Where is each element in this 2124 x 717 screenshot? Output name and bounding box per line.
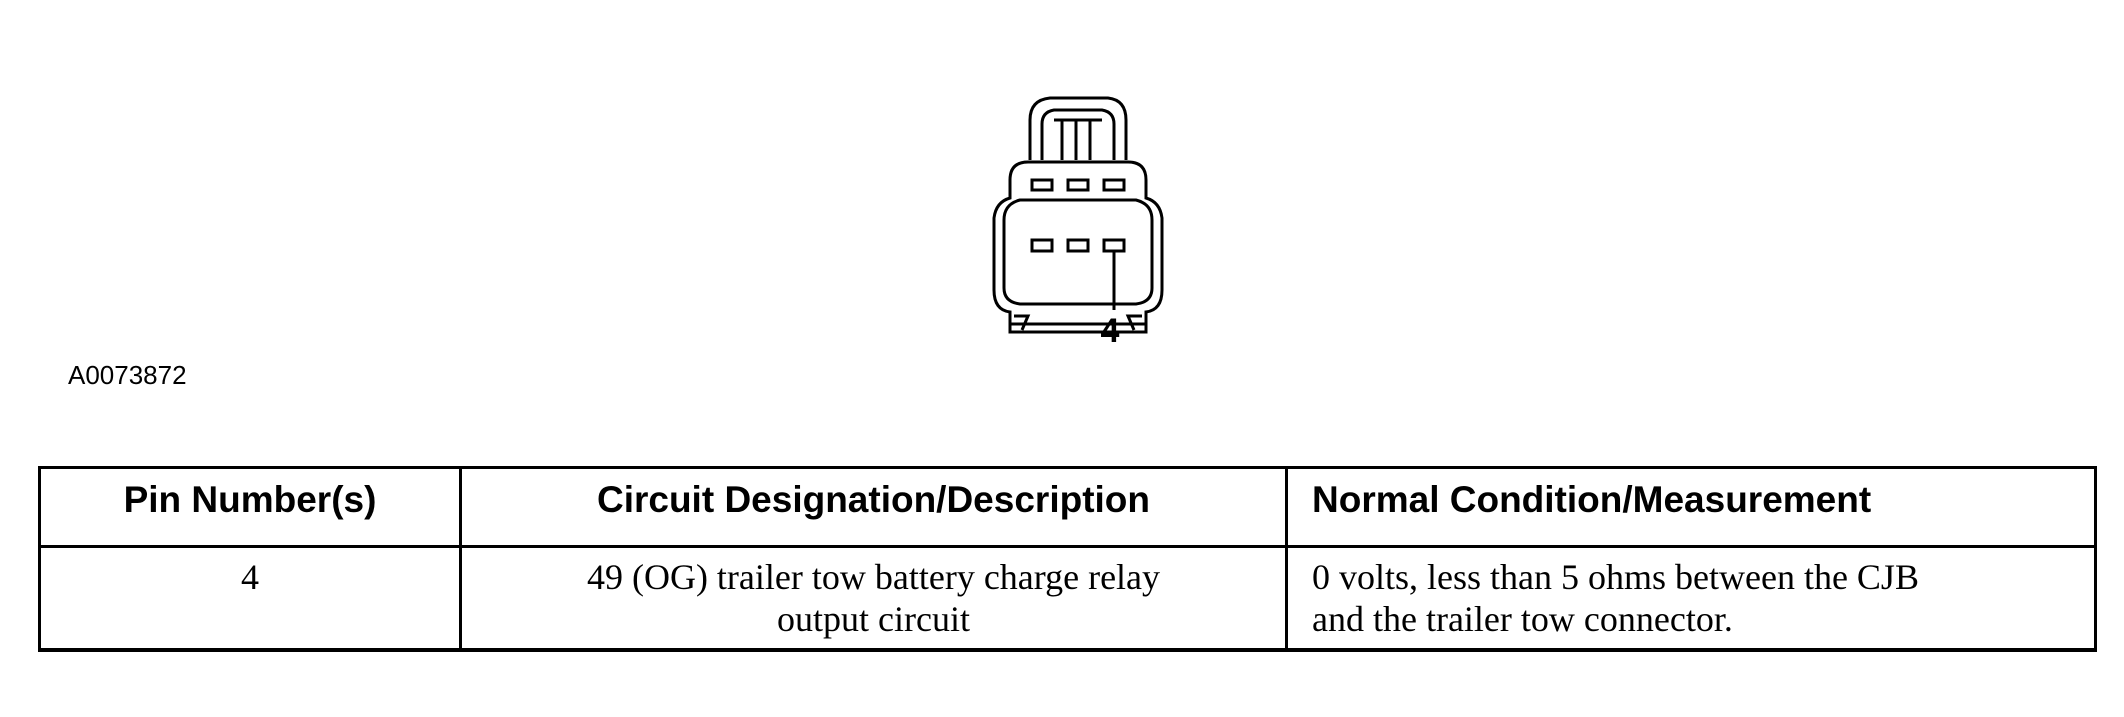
pin-table: Pin Number(s) Circuit Designation/Descri… [38, 466, 2097, 652]
header-pin-number: Pin Number(s) [38, 466, 462, 548]
table-header-row: Pin Number(s) Circuit Designation/Descri… [38, 466, 2097, 548]
cell-measurement: 0 volts, less than 5 ohms between the CJ… [1285, 545, 2097, 652]
cell-measurement-line-2: and the trailer tow connector. [1312, 599, 1733, 639]
connector-latch [1028, 96, 1128, 160]
connector-body [992, 160, 1164, 334]
pin-callout-label: 4 [1100, 312, 1120, 350]
cell-measurement-line-1: 0 volts, less than 5 ohms between the CJ… [1312, 557, 1919, 597]
pin-4-cavity [1102, 238, 1126, 253]
figure-id: A0073872 [68, 360, 187, 390]
header-circuit: Circuit Designation/Description [459, 466, 1288, 548]
cell-pin: 4 [38, 545, 462, 652]
connector-diagram [950, 80, 1210, 360]
cell-circuit-line-1: 49 (OG) trailer tow battery charge relay [586, 557, 1161, 597]
cell-circuit-line-2: output circuit [777, 599, 970, 639]
table-row: 4 49 (OG) trailer tow battery charge rel… [38, 545, 2097, 652]
cell-circuit: 49 (OG) trailer tow battery charge relay… [459, 545, 1288, 652]
header-measurement: Normal Condition/Measurement [1285, 466, 2097, 548]
